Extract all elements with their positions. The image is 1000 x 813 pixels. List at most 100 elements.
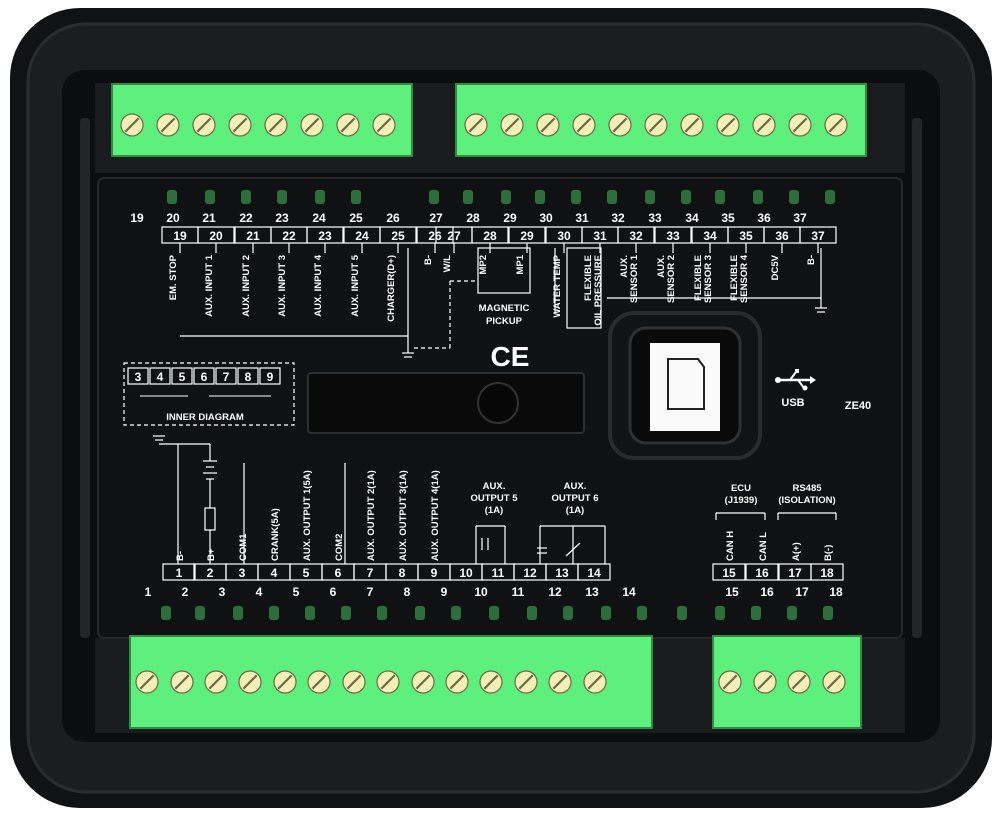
top-terminal-label: B- bbox=[806, 255, 817, 265]
top-screw-15[interactable] bbox=[680, 113, 704, 137]
ecu-label: ECU (J1939) bbox=[725, 483, 758, 506]
svg-text:6: 6 bbox=[201, 370, 208, 384]
bottom-terminal-label: B- bbox=[175, 551, 186, 561]
top-screw-19[interactable] bbox=[824, 113, 848, 137]
top-screw-12[interactable] bbox=[572, 113, 596, 137]
top-screw-2[interactable] bbox=[156, 113, 180, 137]
top-screw-5[interactable] bbox=[264, 113, 288, 137]
bottom-terminal-box: 14 bbox=[577, 563, 611, 581]
bottom-screw-18[interactable] bbox=[822, 670, 846, 694]
top-screw-13[interactable] bbox=[608, 113, 632, 137]
top-terminal-label: EM. STOP bbox=[168, 254, 179, 300]
bottom-screw-1[interactable] bbox=[135, 670, 159, 694]
top-screw-17[interactable] bbox=[752, 113, 776, 137]
svg-text:9: 9 bbox=[267, 370, 274, 384]
top-outer-number: 29 bbox=[503, 211, 517, 225]
bottom-screw-6[interactable] bbox=[307, 670, 331, 694]
top-terminal-box: 27 bbox=[435, 226, 473, 253]
top-terminal-label: SENSOR 3 bbox=[703, 255, 714, 303]
svg-text:4: 4 bbox=[271, 566, 278, 580]
top-screw-3[interactable] bbox=[192, 113, 216, 137]
bottom-terminal-label: A(+) bbox=[791, 542, 802, 561]
bottom-screw-9[interactable] bbox=[411, 670, 435, 694]
bottom-screw-10[interactable] bbox=[445, 670, 469, 694]
bottom-screw-15[interactable] bbox=[718, 670, 742, 694]
bottom-screw-17[interactable] bbox=[787, 670, 811, 694]
right-groove bbox=[912, 118, 922, 638]
bottom-screw-7[interactable] bbox=[342, 670, 366, 694]
terminal-block-top-left bbox=[111, 83, 413, 157]
usb-port[interactable] bbox=[608, 311, 762, 460]
bottom-screw-8[interactable] bbox=[376, 670, 400, 694]
top-outer-number: 25 bbox=[349, 211, 363, 225]
bottom-screw-14[interactable] bbox=[583, 670, 607, 694]
svg-text:1: 1 bbox=[176, 566, 183, 580]
svg-text:28: 28 bbox=[483, 229, 497, 243]
bottom-screw-11[interactable] bbox=[479, 670, 503, 694]
svg-text:OUTPUT 6: OUTPUT 6 bbox=[552, 493, 599, 504]
bottom-terminal-box: 16 bbox=[745, 563, 779, 581]
top-terminal-label: MP2 bbox=[478, 255, 489, 275]
top-terminal-box: 33 bbox=[654, 226, 692, 253]
top-outer-number: 21 bbox=[202, 211, 216, 225]
top-screw-10[interactable] bbox=[500, 113, 524, 137]
bottom-screw-16[interactable] bbox=[753, 670, 777, 694]
top-outer-number: 30 bbox=[539, 211, 553, 225]
top-outer-number: 33 bbox=[648, 211, 662, 225]
top-outer-number: 23 bbox=[275, 211, 289, 225]
svg-text:(1A): (1A) bbox=[566, 505, 584, 516]
top-terminal-box: 25 bbox=[379, 226, 417, 253]
top-screw-6[interactable] bbox=[300, 113, 324, 137]
bottom-terminal-label: CRANK(5A) bbox=[270, 508, 281, 561]
svg-text:17: 17 bbox=[788, 566, 802, 580]
top-screw-18[interactable] bbox=[788, 113, 812, 137]
top-screw-16[interactable] bbox=[716, 113, 740, 137]
bottom-screw-5[interactable] bbox=[273, 670, 297, 694]
top-screw-4[interactable] bbox=[228, 113, 252, 137]
top-screw-8[interactable] bbox=[372, 113, 396, 137]
top-outer-number: 36 bbox=[757, 211, 771, 225]
svg-text:7: 7 bbox=[223, 370, 230, 384]
aux-output6-label: AUX. OUTPUT 6 (1A) bbox=[552, 481, 599, 516]
bottom-screw-3[interactable] bbox=[204, 670, 228, 694]
top-screw-1[interactable] bbox=[120, 113, 144, 137]
top-terminal-label: AUX. INPUT 2 bbox=[241, 255, 252, 317]
svg-text:23: 23 bbox=[318, 229, 332, 243]
bottom-outer-number: 13 bbox=[585, 585, 599, 599]
bottom-screw-4[interactable] bbox=[238, 670, 262, 694]
top-screw-14[interactable] bbox=[644, 113, 668, 137]
bottom-screw-12[interactable] bbox=[514, 670, 538, 694]
svg-text:5: 5 bbox=[179, 370, 186, 384]
svg-text:19: 19 bbox=[173, 229, 187, 243]
bottom-outer-number: 9 bbox=[441, 585, 448, 599]
svg-text:25: 25 bbox=[391, 229, 405, 243]
bottom-screw-13[interactable] bbox=[548, 670, 572, 694]
top-terminal-label: SENSOR 4 bbox=[739, 254, 750, 303]
usb-label: USB bbox=[781, 397, 804, 409]
bottom-terminal-label: COM2 bbox=[334, 534, 345, 561]
top-screw-9[interactable] bbox=[464, 113, 488, 137]
left-groove bbox=[80, 118, 90, 638]
bottom-outer-number: 5 bbox=[293, 585, 300, 599]
bottom-pin-nubs bbox=[161, 606, 833, 620]
top-terminal-label: W/L bbox=[442, 255, 453, 273]
top-terminal-box: 32 bbox=[617, 226, 655, 253]
svg-text:8: 8 bbox=[399, 566, 406, 580]
bottom-screw-2[interactable] bbox=[170, 670, 194, 694]
bottom-outer-number: 1 bbox=[145, 585, 152, 599]
top-screw-11[interactable] bbox=[536, 113, 560, 137]
top-screw-7[interactable] bbox=[336, 113, 360, 137]
top-wiring-schematic bbox=[180, 247, 827, 358]
model-label: ZE40 bbox=[845, 400, 871, 412]
top-outer-number: 37 bbox=[793, 211, 807, 225]
bottom-outer-number: 11 bbox=[512, 585, 525, 599]
top-terminal-label: SENSOR 2 bbox=[666, 255, 677, 303]
svg-text:AUX.: AUX. bbox=[483, 481, 506, 492]
top-outer-number: 32 bbox=[611, 211, 625, 225]
svg-text:6: 6 bbox=[335, 566, 342, 580]
